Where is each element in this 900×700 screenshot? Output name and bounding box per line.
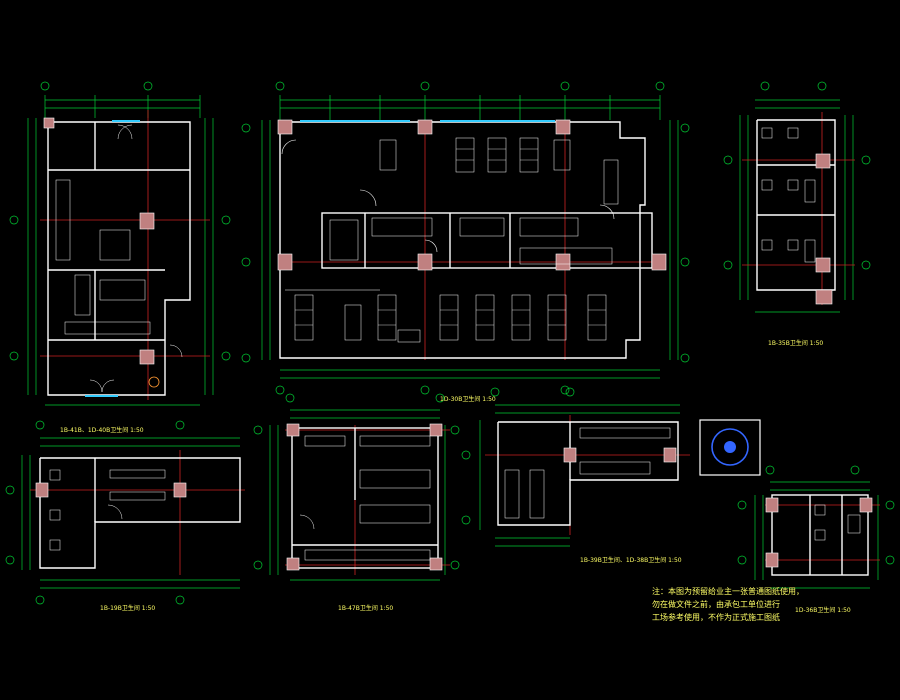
plan-g-floor-plan — [737, 465, 895, 589]
plan-c-caption: 1B-35B卫生间 1:50 — [768, 340, 824, 347]
plan-d-floor-plan — [5, 420, 245, 605]
plan-g-caption: 1D-36B卫生间 1:50 — [795, 607, 851, 614]
drawing-note: 注：本图为预留给业主一张普通图纸使用， 勿在做文件之前，由承包工单位进行 工场参… — [652, 585, 804, 624]
note-line: 勿在做文件之前，由承包工单位进行 — [652, 600, 780, 609]
plan-e-caption: 1B-47B卫生间 1:50 — [338, 605, 394, 612]
plan-a-caption: 1B-41B、1D-40B卫生间 1:50 — [60, 427, 144, 434]
plan-b-floor-plan — [241, 81, 690, 395]
plan-b-caption: 1D-30B卫生间 1:50 — [440, 396, 496, 403]
plan-e-floor-plan — [253, 393, 460, 581]
plan-a-floor-plan — [9, 81, 231, 406]
note-line: 注：本图为预留给业主一张普通图纸使用， — [652, 587, 804, 596]
plan-f-floor-plan — [461, 387, 690, 547]
plan-c-floor-plan — [723, 81, 871, 313]
note-line: 工场参考使用，不作为正式施工图纸 — [652, 613, 780, 622]
plan-d-caption: 1B-19B卫生间 1:50 — [100, 605, 156, 612]
plan-f-caption: 1B-39B卫生间、1D-38B卫生间 1:50 — [580, 557, 682, 564]
plan-f-detail — [699, 419, 761, 476]
